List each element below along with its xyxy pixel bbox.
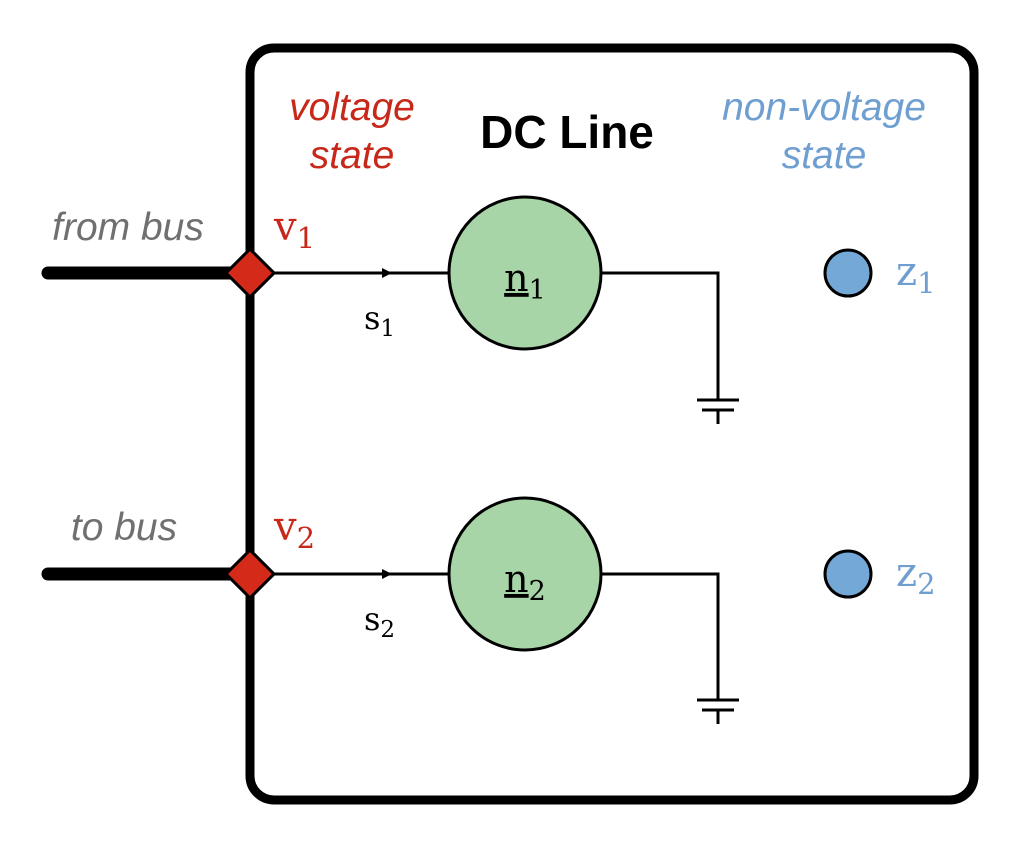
flow-label-1: s1	[364, 299, 395, 342]
internal-state-2: z2	[823, 549, 936, 601]
ground-icon-1	[697, 398, 739, 424]
dc-line-box	[245, 43, 979, 805]
non-voltage-state-label-line1: non-voltage	[722, 86, 926, 129]
from-bus-label: from bus	[52, 206, 204, 249]
flow-label-2: s2	[364, 600, 395, 643]
internal-state-label-2: z2	[896, 550, 936, 601]
diagram-title: DC Line	[480, 106, 654, 158]
ground-wire-2	[600, 572, 720, 700]
internal-state-1: z1	[823, 248, 936, 300]
internal-state-dot-1[interactable]	[823, 248, 873, 298]
ground-wire-1	[600, 271, 720, 400]
node-label-1: n1	[504, 256, 546, 306]
ground-icon-2	[697, 698, 739, 724]
voltage-label-2: v2	[273, 504, 315, 555]
port-1: n1 v1 s1	[223, 195, 739, 424]
voltage-state-label-line2: state	[310, 134, 395, 177]
node-circle-2	[447, 496, 603, 652]
non-voltage-state-label-line2: state	[782, 134, 867, 177]
voltage-state-label-line1: voltage	[289, 86, 415, 129]
voltage-port-1[interactable]	[223, 246, 277, 300]
node-label-2: n2	[504, 557, 546, 607]
voltage-label-1: v1	[273, 204, 315, 255]
internal-state-dot-2[interactable]	[823, 549, 873, 599]
internal-state-label-1: z1	[896, 249, 936, 300]
node-circle-1	[447, 195, 603, 351]
voltage-port-2[interactable]	[223, 547, 277, 601]
port-2: n2 v2 s2	[223, 496, 739, 724]
to-bus-label: to bus	[71, 506, 177, 549]
